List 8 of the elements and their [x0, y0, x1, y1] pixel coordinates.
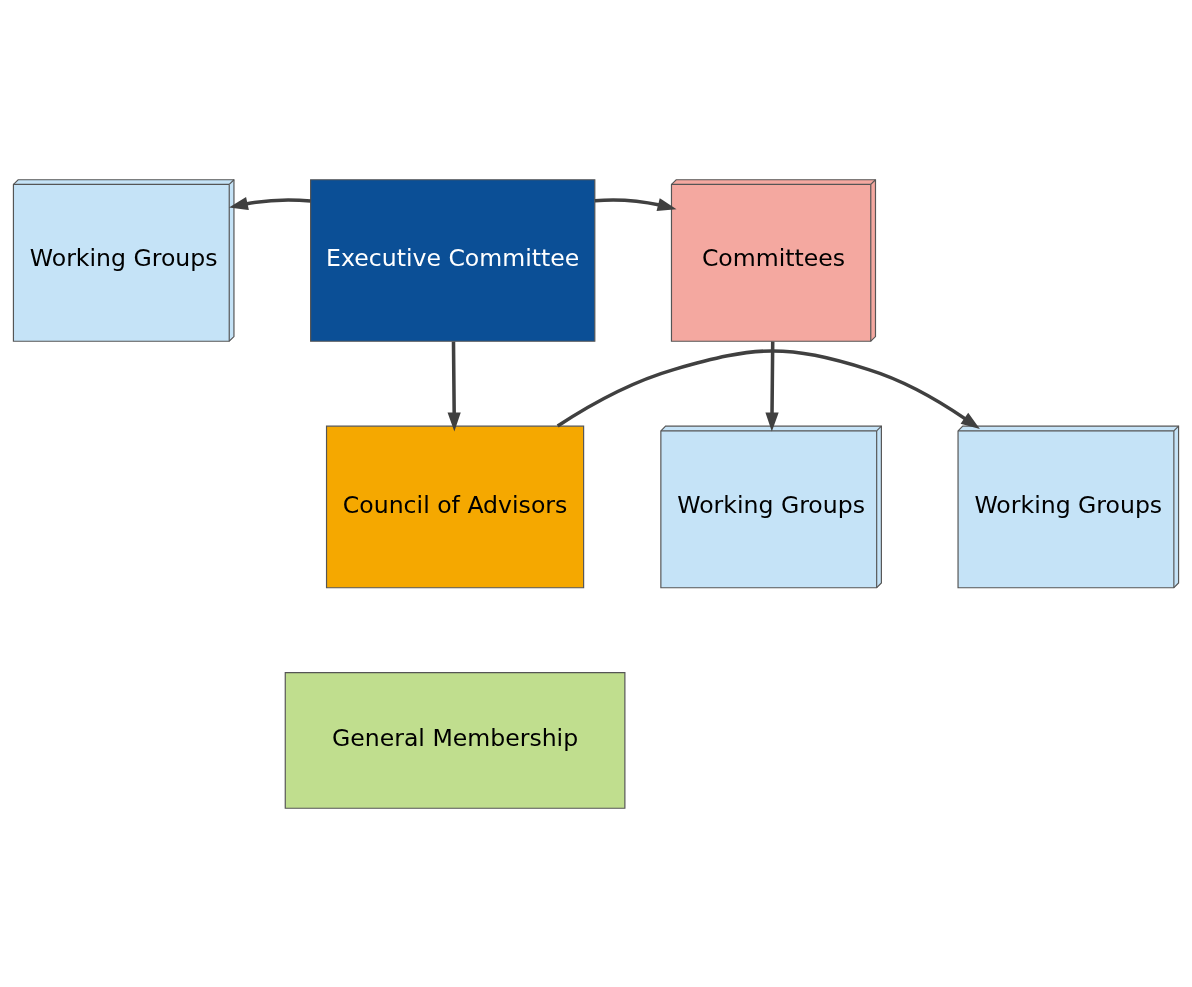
- arrow: [229, 196, 311, 210]
- node-box: Executive Committee: [310, 178, 596, 342]
- arrow: [765, 341, 779, 431]
- arrow: [447, 341, 461, 431]
- arrow: [556, 348, 980, 429]
- node-box: Council of Advisors: [325, 425, 585, 588]
- arrow: [594, 197, 677, 211]
- node-box: General Membership: [284, 671, 626, 809]
